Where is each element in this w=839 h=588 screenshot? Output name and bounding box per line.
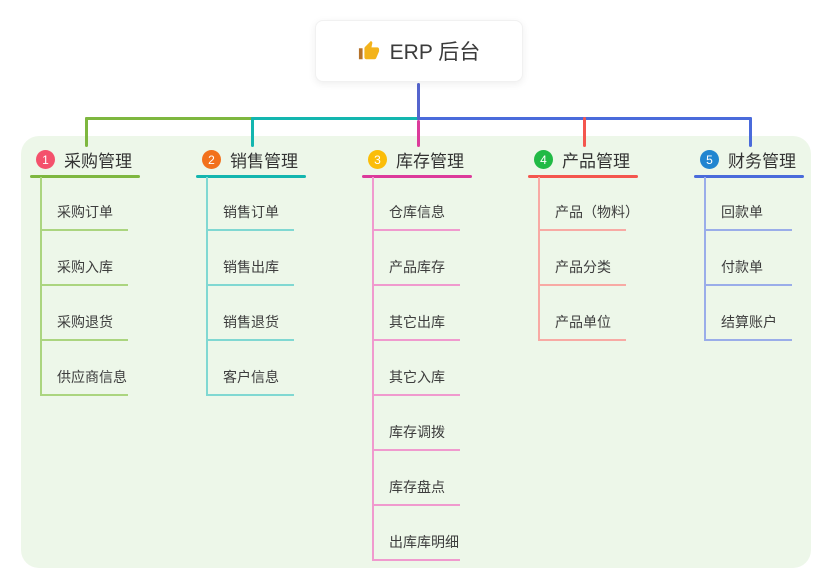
- child-label: 采购订单: [57, 204, 113, 220]
- child-node-purchase-inbound[interactable]: 采购入库: [40, 258, 128, 286]
- mindmap-panel: [21, 136, 811, 568]
- branch-node-finance-management[interactable]: 5 财务管理: [700, 147, 796, 172]
- child-label: 其它出库: [389, 314, 445, 330]
- child-label: 产品库存: [389, 259, 445, 275]
- child-node-payment-order[interactable]: 付款单: [704, 258, 792, 286]
- child-node-product-material[interactable]: 产品（物料）: [538, 203, 639, 231]
- connector-branch2-drop: [251, 117, 254, 147]
- child-label: 采购入库: [57, 259, 113, 275]
- branch-product: 4 产品管理 产品（物料） 产品分类 产品单位: [528, 135, 694, 570]
- badge-3: 3: [368, 150, 387, 169]
- child-node-sales-order[interactable]: 销售订单: [206, 203, 294, 231]
- child-label: 其它入库: [389, 369, 445, 385]
- branch-child-rail: [372, 177, 374, 561]
- child-node-supplier-info[interactable]: 供应商信息: [40, 368, 128, 396]
- connector-branch5-drop: [749, 117, 752, 147]
- branch-node-inventory-management[interactable]: 3 库存管理: [368, 147, 464, 172]
- child-node-settlement-account[interactable]: 结算账户: [704, 313, 792, 341]
- badge-5: 5: [700, 150, 719, 169]
- badge-1: 1: [36, 150, 55, 169]
- child-label: 产品（物料）: [555, 204, 639, 220]
- child-label: 仓库信息: [389, 204, 445, 220]
- child-label: 产品分类: [555, 259, 611, 275]
- branch-node-sales-management[interactable]: 2 销售管理: [202, 147, 298, 172]
- branch-child-rail: [704, 177, 706, 341]
- connector-branch1-drop: [85, 117, 88, 147]
- child-label: 销售出库: [223, 259, 279, 275]
- branch-underline: [694, 175, 804, 178]
- branch-underline: [362, 175, 472, 178]
- child-node-product-stock[interactable]: 产品库存: [372, 258, 460, 286]
- child-node-product-unit[interactable]: 产品单位: [538, 313, 626, 341]
- child-node-stock-count[interactable]: 库存盘点: [372, 478, 460, 506]
- child-label: 采购退货: [57, 314, 113, 330]
- child-node-sales-return[interactable]: 销售退货: [206, 313, 294, 341]
- branch-purchase: 1 采购管理 采购订单 采购入库 采购退货 供应商信息: [30, 135, 196, 570]
- branch-label: 财务管理: [728, 152, 796, 171]
- branch-node-product-management[interactable]: 4 产品管理: [534, 147, 630, 172]
- child-node-product-category[interactable]: 产品分类: [538, 258, 626, 286]
- child-label: 结算账户: [721, 314, 777, 330]
- branch-label: 产品管理: [562, 152, 630, 171]
- connector-branch1-horizontal: [85, 117, 254, 120]
- connector-branch3-drop: [417, 120, 420, 147]
- branch-inventory: 3 库存管理 仓库信息 产品库存 其它出库 其它入库 库存调拨 库存盘点 出库库…: [362, 135, 528, 570]
- child-node-purchase-return[interactable]: 采购退货: [40, 313, 128, 341]
- child-label: 供应商信息: [57, 369, 127, 385]
- connector-branch4-drop: [583, 117, 586, 147]
- root-label: ERP 后台: [389, 41, 481, 64]
- branch-label: 销售管理: [230, 152, 298, 171]
- child-label: 销售退货: [223, 314, 279, 330]
- child-node-other-outbound[interactable]: 其它出库: [372, 313, 460, 341]
- branch-underline: [528, 175, 638, 178]
- badge-2: 2: [202, 150, 221, 169]
- branch-label: 采购管理: [64, 152, 132, 171]
- child-label: 付款单: [721, 259, 763, 275]
- child-node-customer-info[interactable]: 客户信息: [206, 368, 294, 396]
- child-node-other-inbound[interactable]: 其它入库: [372, 368, 460, 396]
- branch-finance: 5 财务管理 回款单 付款单 结算账户: [694, 135, 839, 570]
- root-node[interactable]: ERP 后台: [315, 20, 523, 82]
- child-node-sales-outbound[interactable]: 销售出库: [206, 258, 294, 286]
- child-node-purchase-order[interactable]: 采购订单: [40, 203, 128, 231]
- child-label: 出库库明细: [389, 534, 459, 550]
- child-label: 库存盘点: [389, 479, 445, 495]
- branch-child-rail: [538, 177, 540, 341]
- child-node-warehouse-info[interactable]: 仓库信息: [372, 203, 460, 231]
- branch-child-rail: [40, 177, 42, 396]
- branch-label: 库存管理: [396, 152, 464, 171]
- branch-underline: [196, 175, 306, 178]
- child-label: 回款单: [721, 204, 763, 220]
- child-label: 产品单位: [555, 314, 611, 330]
- badge-4: 4: [534, 150, 553, 169]
- child-node-outbound-detail[interactable]: 出库库明细: [372, 533, 460, 561]
- thumbs-up-icon: [358, 40, 380, 62]
- branch-child-rail: [206, 177, 208, 396]
- child-node-receipt-order[interactable]: 回款单: [704, 203, 792, 231]
- connector-branch2-horizontal: [251, 117, 419, 120]
- connector-root-stem: [417, 83, 420, 120]
- child-label: 客户信息: [223, 369, 279, 385]
- child-label: 库存调拨: [389, 424, 445, 440]
- branch-underline: [30, 175, 140, 178]
- child-node-stock-transfer[interactable]: 库存调拨: [372, 423, 460, 451]
- branch-sales: 2 销售管理 销售订单 销售出库 销售退货 客户信息: [196, 135, 362, 570]
- child-label: 销售订单: [223, 204, 279, 220]
- branch-node-purchase-management[interactable]: 1 采购管理: [36, 147, 132, 172]
